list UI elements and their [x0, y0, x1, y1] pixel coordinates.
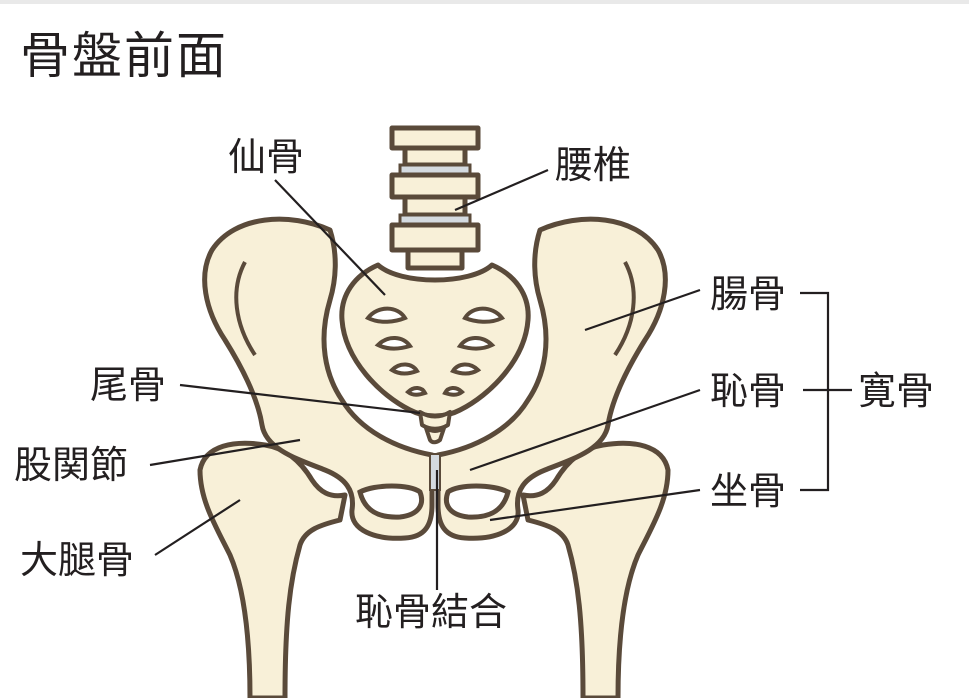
right-iliac-crest-line — [613, 261, 636, 357]
pubic-symphysis — [429, 453, 441, 491]
coccyx — [418, 410, 452, 431]
lumbar-vertebrae — [389, 125, 481, 271]
left-obturator-foramen — [357, 483, 425, 520]
leader-coccyx — [179, 383, 421, 415]
leader-pubis — [469, 388, 701, 472]
right-obturator-foramen — [443, 483, 511, 520]
leader-hip-joint — [149, 438, 301, 467]
label-pubis: 恥骨 — [710, 369, 786, 413]
leader-sacrum — [274, 179, 386, 296]
label-femur: 大腿骨 — [20, 538, 134, 582]
left-hip-bone — [202, 216, 435, 541]
label-sacrum: 仙骨 — [228, 135, 304, 179]
right-femur — [520, 440, 671, 698]
right-hip-bone — [435, 216, 668, 541]
label-lumbar: 腰椎 — [555, 143, 631, 187]
leader-lumbar — [454, 168, 549, 212]
label-hip-joint: 股関節 — [14, 443, 128, 487]
top-border — [0, 0, 969, 4]
leader-ischium — [489, 488, 701, 522]
sacrum — [339, 262, 531, 419]
leader-femur — [154, 499, 241, 556]
label-ilium: 腸骨 — [710, 272, 786, 316]
left-femur — [197, 440, 348, 698]
diagram-title: 骨盤前面 — [20, 27, 228, 85]
label-coccyx: 尾骨 — [90, 363, 166, 407]
sacral-foramina — [364, 306, 506, 397]
coccyx-tip — [424, 426, 446, 445]
leader-lines — [149, 168, 852, 590]
leader-ilium — [584, 288, 701, 332]
left-iliac-crest-line — [234, 261, 257, 357]
label-ischium: 坐骨 — [710, 469, 786, 513]
hipbone-bracket — [800, 291, 830, 492]
label-pubic-symphysis: 恥骨結合 — [355, 590, 507, 634]
label-hipbone: 寛骨 — [858, 369, 934, 413]
